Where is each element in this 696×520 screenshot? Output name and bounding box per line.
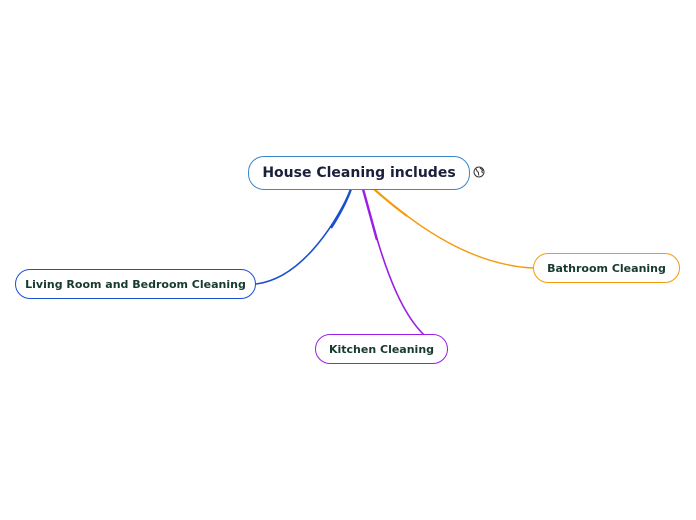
connector-living-room — [255, 188, 352, 285]
connector-bathroom-thick — [373, 188, 408, 217]
topic-node-kitchen[interactable]: Kitchen Cleaning — [315, 334, 448, 364]
central-topic-label: House Cleaning includes — [262, 165, 456, 181]
topic-label: Kitchen Cleaning — [328, 342, 435, 356]
connector-living-room-thick — [329, 188, 353, 229]
connector-kitchen — [362, 188, 449, 351]
topic-node-living-room-bedroom[interactable]: Living Room and Bedroom Cleaning — [15, 269, 256, 299]
globe-icon[interactable] — [473, 166, 485, 178]
central-topic-node[interactable]: House Cleaning includes — [248, 156, 470, 190]
topic-node-bathroom[interactable]: Bathroom Cleaning — [533, 253, 680, 283]
connector-bathroom — [373, 188, 534, 269]
connector-kitchen-thick — [361, 188, 379, 241]
topic-label: Bathroom Cleaning — [547, 261, 666, 275]
topic-label: Living Room and Bedroom Cleaning — [25, 277, 246, 291]
